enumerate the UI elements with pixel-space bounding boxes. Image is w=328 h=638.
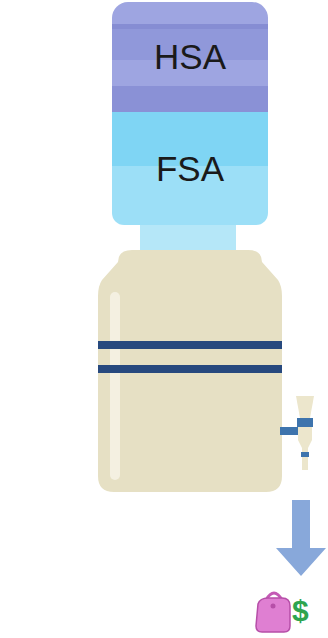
jug-section: HSA xyxy=(112,2,268,112)
money-sign: $ xyxy=(292,594,309,628)
tap-band xyxy=(301,452,309,457)
base-stripe xyxy=(98,365,282,373)
tap-ring xyxy=(297,418,313,427)
purse-clasp xyxy=(271,604,276,609)
tap-body xyxy=(298,427,312,470)
purse-icon xyxy=(256,598,290,632)
jug-section: FSA xyxy=(112,112,268,225)
down-arrow xyxy=(276,500,326,576)
tap-handle xyxy=(296,396,314,418)
cooler-base xyxy=(98,250,282,492)
base-highlight xyxy=(110,292,120,480)
account-name: FSA xyxy=(156,149,224,189)
account-name: HSA xyxy=(154,37,226,77)
jug-neck xyxy=(140,222,236,252)
spout-pipe xyxy=(280,427,298,435)
base-stripe xyxy=(98,341,282,349)
